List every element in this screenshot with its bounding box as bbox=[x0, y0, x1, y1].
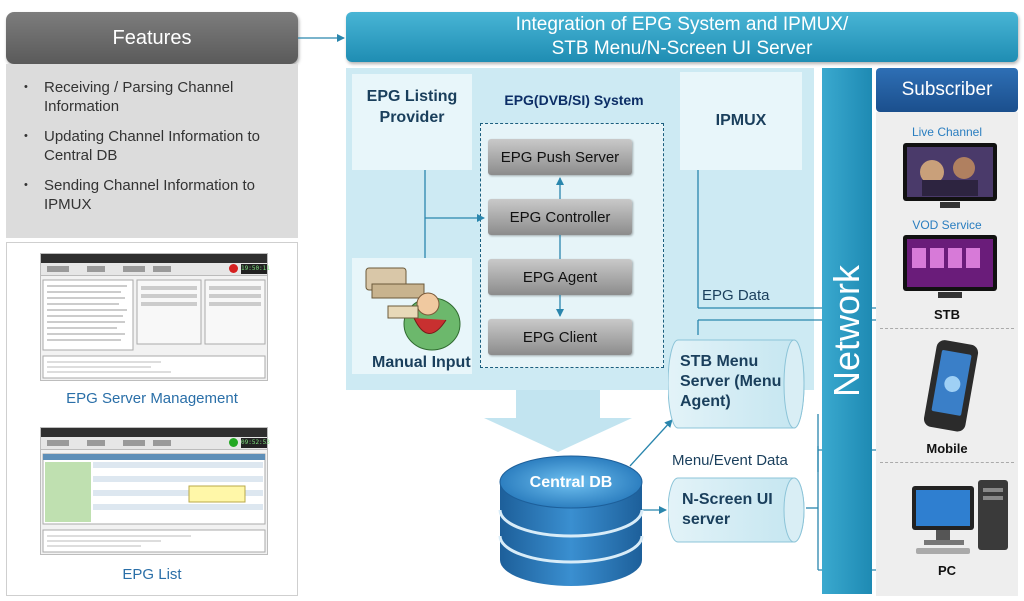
title-banner: Integration of EPG System and IPMUX/ STB… bbox=[346, 12, 1018, 62]
mobile-label: Mobile bbox=[926, 441, 968, 456]
feature-item: Sending Channel Information to IPMUX bbox=[24, 176, 298, 214]
menu-event-data-label: Menu/Event Data bbox=[672, 452, 788, 469]
feature-item: Receiving / Parsing Channel Information bbox=[24, 78, 298, 116]
epg-listing-provider: EPG Listing Provider bbox=[352, 74, 472, 170]
stb-menu-server-cylinder bbox=[668, 339, 805, 429]
ipmux-box: IPMUX bbox=[680, 72, 802, 170]
stb-menu-server-label: STB Menu Server (Menu Agent) bbox=[680, 353, 782, 410]
banner-line-2: STB Menu/N-Screen UI Server bbox=[551, 38, 813, 59]
mobile-phone-icon bbox=[924, 340, 979, 432]
pc-icon bbox=[912, 480, 1008, 554]
stb-label: STB bbox=[934, 307, 960, 322]
server-management-body bbox=[42, 279, 266, 379]
epg-list-caption: EPG List bbox=[122, 566, 182, 583]
nscreen-ui-server-label: N-Screen UI server bbox=[682, 491, 773, 528]
manual-input-label: Manual Input bbox=[372, 354, 471, 371]
live-channel-caption: Live Channel bbox=[911, 125, 983, 139]
vod-service-tv-icon bbox=[903, 235, 997, 298]
features-title: Features bbox=[112, 26, 192, 49]
nscreen-ui-server-cylinder bbox=[668, 477, 805, 543]
central-db-label: Central DB bbox=[529, 474, 613, 491]
clock-readout: 19:50:11 bbox=[241, 264, 270, 274]
subscriber-header: Subscriber bbox=[876, 68, 1018, 112]
epg-listing-provider-label: EPG Listing Provider bbox=[366, 88, 458, 126]
epg-server-management-thumbnail: 19:50:11 bbox=[40, 253, 270, 381]
manual-input-illustration bbox=[365, 267, 461, 351]
manual-input-box bbox=[352, 258, 472, 374]
features-list: Receiving / Parsing Channel Information … bbox=[6, 64, 298, 214]
network-bar: Network bbox=[822, 68, 872, 594]
clock-readout: 09:52:53 bbox=[241, 438, 270, 448]
feature-item: Updating Channel Information to Central … bbox=[24, 127, 298, 165]
epg-client: EPG Client bbox=[488, 319, 632, 355]
features-list-box: Receiving / Parsing Channel Information … bbox=[6, 64, 298, 238]
epg-agent-label: EPG Agent bbox=[522, 268, 598, 286]
live-channel-tv-icon bbox=[903, 143, 997, 208]
epg-list-thumbnail: 09:52:53 bbox=[40, 427, 270, 555]
features-header: Features bbox=[6, 12, 298, 64]
divider bbox=[880, 462, 1014, 463]
epg-client-label: EPG Client bbox=[522, 328, 598, 346]
epg-list-body bbox=[42, 453, 266, 553]
divider bbox=[880, 328, 1014, 329]
pc-label: PC bbox=[937, 563, 957, 578]
epg-agent: EPG Agent bbox=[488, 259, 632, 295]
banner-line-1: Integration of EPG System and IPMUX/ bbox=[515, 14, 849, 35]
epg-system-title: EPG(DVB/SI) System bbox=[504, 92, 644, 108]
epg-data-label: EPG Data bbox=[702, 287, 770, 304]
subscriber-title: Subscriber bbox=[901, 79, 993, 100]
vod-service-caption: VOD Service bbox=[912, 218, 982, 232]
epg-server-management-caption: EPG Server Management bbox=[66, 390, 238, 407]
epg-controller: EPG Controller bbox=[488, 199, 632, 235]
epg-controller-label: EPG Controller bbox=[509, 208, 611, 226]
epg-push-server-label: EPG Push Server bbox=[500, 148, 620, 166]
central-db-icon bbox=[498, 455, 644, 586]
ipmux-label: IPMUX bbox=[715, 112, 767, 129]
network-label: Network bbox=[826, 264, 867, 398]
epg-push-server: EPG Push Server bbox=[488, 139, 632, 175]
